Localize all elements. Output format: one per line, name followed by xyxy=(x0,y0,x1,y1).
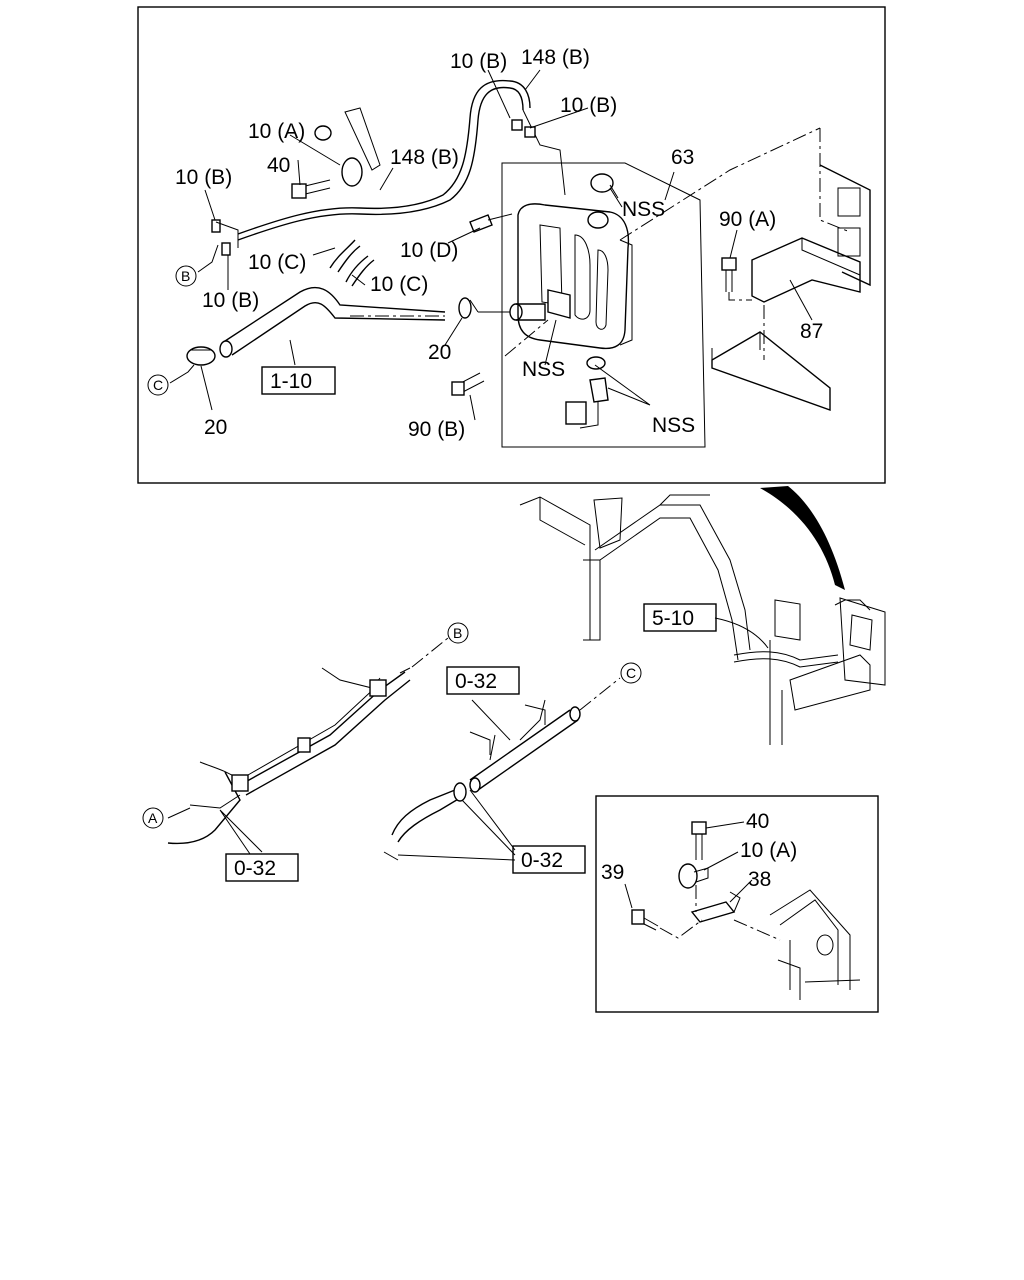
level-sensor xyxy=(589,377,609,403)
bolt-10a-head xyxy=(314,125,332,141)
reservoir-cap xyxy=(587,211,609,229)
reservoir-tank xyxy=(517,203,630,350)
inset-label-39: 39 xyxy=(601,861,624,884)
callout-circle-a xyxy=(142,807,164,829)
reservoir-port xyxy=(547,289,571,319)
inset-label-40: 40 xyxy=(746,810,769,833)
callout-a-text: A xyxy=(148,810,158,826)
ref-box-5-10 xyxy=(643,603,717,632)
callout-circle-c-top xyxy=(147,374,169,396)
clip-10c-left xyxy=(329,239,361,273)
sensor-seal xyxy=(586,356,606,370)
clip-10c-right xyxy=(345,255,375,287)
ref-label-5-10: 5-10 xyxy=(652,607,694,630)
inset-label-10a: 10 (A) xyxy=(740,839,797,862)
label-90a: 90 (A) xyxy=(719,208,776,231)
clamp-20-mid xyxy=(458,297,472,319)
label-87: 87 xyxy=(800,320,823,343)
callout-c-top-text: C xyxy=(153,377,163,393)
label-10d: 10 (D) xyxy=(400,239,458,262)
ref-label-1-10: 1-10 xyxy=(270,370,312,393)
label-20-left: 20 xyxy=(204,416,227,439)
callout-b-bottom-text: B xyxy=(453,625,462,641)
ref-box-0-32-top xyxy=(446,666,520,695)
sensor-connector xyxy=(565,401,587,425)
clip-10b-bottom xyxy=(221,242,231,256)
ref-label-0-32-left: 0-32 xyxy=(234,857,276,880)
callout-b-top-text: B xyxy=(181,268,190,284)
inset-clamp-10a xyxy=(678,863,698,889)
inset-panel-frame xyxy=(595,795,879,1013)
label-10b-top: 10 (B) xyxy=(450,50,507,73)
bracket-40 xyxy=(344,107,381,171)
inset-bolt-39 xyxy=(631,909,645,925)
clip-10b-left xyxy=(211,219,221,233)
callout-circle-c-bottom xyxy=(620,662,642,684)
ref-box-0-32-right xyxy=(512,845,586,874)
ref-label-0-32-top: 0-32 xyxy=(455,670,497,693)
pipe-assembly-middle xyxy=(383,699,581,861)
label-10c-left: 10 (C) xyxy=(248,251,306,274)
view-arrow xyxy=(760,486,845,590)
nss-cap xyxy=(590,173,614,193)
inset-bolt-40 xyxy=(691,821,707,835)
frame-rail xyxy=(711,331,831,411)
label-nss-bottom: NSS xyxy=(652,414,695,437)
label-10a: 10 (A) xyxy=(248,120,305,143)
label-10b-right: 10 (B) xyxy=(560,94,617,117)
clamp-20-left xyxy=(186,346,216,366)
label-nss-top: NSS xyxy=(622,198,665,221)
reservoir-subframe xyxy=(501,162,706,448)
fitting-10d xyxy=(469,214,493,233)
label-90b: 90 (B) xyxy=(408,418,465,441)
label-63: 63 xyxy=(671,146,694,169)
inset-bracket-38 xyxy=(690,901,736,923)
label-10b-bottom: 10 (B) xyxy=(202,289,259,312)
bolt-90a xyxy=(725,268,733,292)
label-40: 40 xyxy=(267,154,290,177)
label-10c-right: 10 (C) xyxy=(370,273,428,296)
inset-label-38: 38 xyxy=(748,868,771,891)
top-panel-frame xyxy=(137,6,886,484)
inset-assembly xyxy=(631,821,861,1000)
ref-box-1-10 xyxy=(261,366,336,395)
pipe-148b xyxy=(237,86,511,241)
callout-circle-b-bottom xyxy=(447,622,469,644)
label-148b-mid: 148 (B) xyxy=(390,146,459,169)
clip-10b-right xyxy=(524,126,536,138)
clamp-10a xyxy=(341,157,363,187)
clip-10b-top xyxy=(511,119,523,131)
callout-c-bottom-text: C xyxy=(626,665,636,681)
callout-circle-b-top xyxy=(175,265,197,287)
ref-label-0-32-right: 0-32 xyxy=(521,849,563,872)
pipe-assembly-left xyxy=(167,667,411,845)
bracket-87 xyxy=(751,237,861,303)
mount-plate xyxy=(819,164,871,287)
hose-1-10 xyxy=(221,287,446,344)
label-10b-left: 10 (B) xyxy=(175,166,232,189)
ref-box-0-32-left xyxy=(225,853,299,882)
vehicle-frame-view xyxy=(519,486,886,745)
label-20-mid: 20 xyxy=(428,341,451,364)
leader-lines xyxy=(200,69,813,421)
label-nss-mid: NSS xyxy=(522,358,565,381)
label-148b-top: 148 (B) xyxy=(521,46,590,69)
inset-frame-member xyxy=(769,889,851,990)
